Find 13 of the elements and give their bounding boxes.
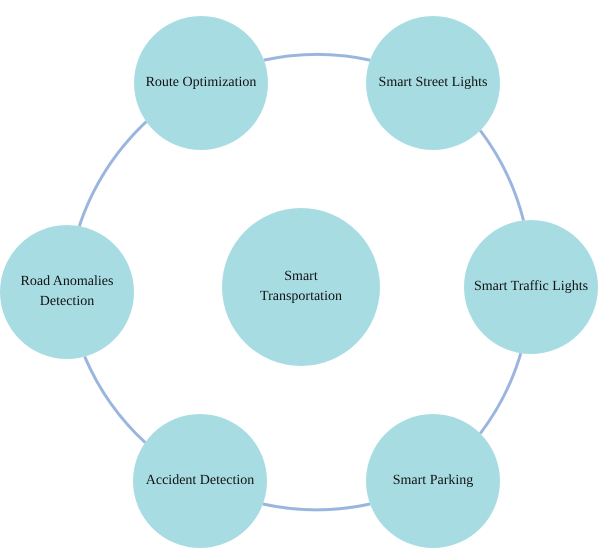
topic-label: Smart Traffic Lights [472, 278, 590, 296]
connector-arc [479, 352, 522, 434]
topic-label: Smart Parking [392, 472, 474, 490]
topic-label: Accident Detection [144, 472, 256, 490]
connector-arc [78, 120, 148, 227]
topic-label: Smart Street Lights [378, 74, 488, 92]
connector-arc [83, 356, 146, 444]
connector-arc [479, 130, 525, 221]
topic-label: Route Optimization [144, 74, 258, 92]
topic-label: Road Anomalies Detection [20, 272, 114, 311]
topic-label: Smart Transportation [259, 268, 343, 306]
connector-arc [264, 52, 370, 62]
connector-arc [262, 502, 370, 512]
